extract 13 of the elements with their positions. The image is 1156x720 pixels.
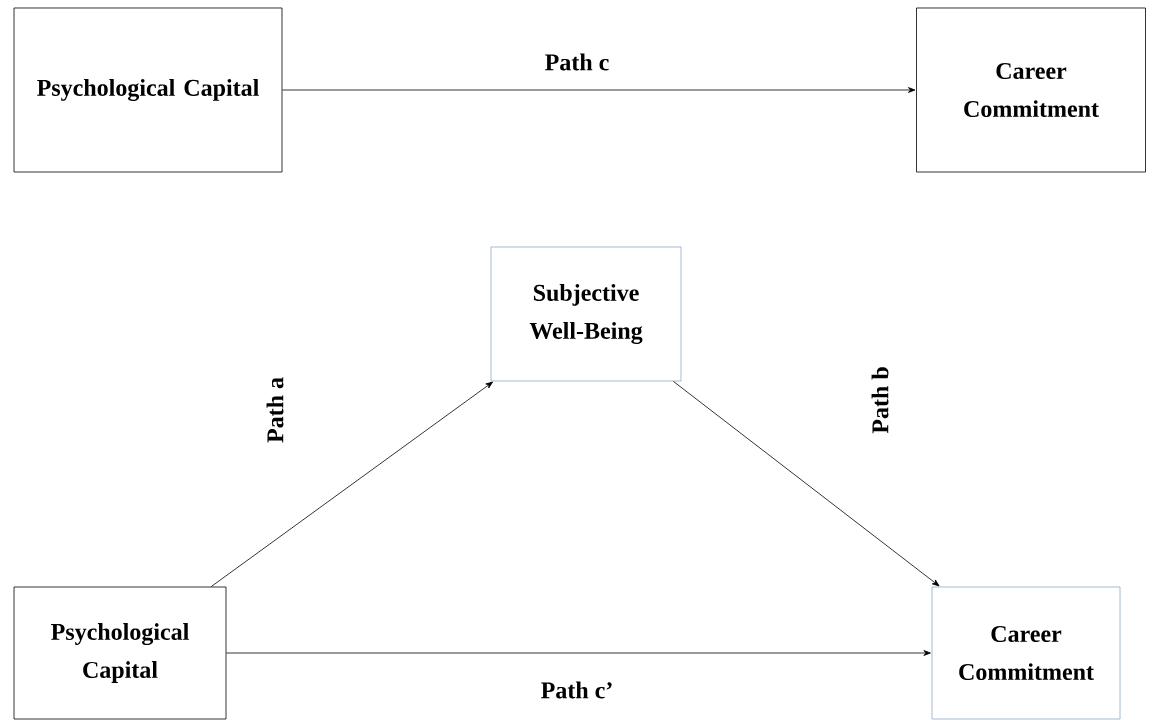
arrow (282, 87, 916, 93)
arrow (226, 650, 931, 656)
edge-label: Path c’ (538, 679, 616, 701)
edge-label: Path c (542, 51, 612, 73)
arrow (210, 381, 493, 587)
variable-box: Career Commitment (916, 7, 1146, 173)
variable-box: Subjective Well-Being (490, 246, 682, 382)
edge-label: Path a (264, 375, 286, 445)
variable-box: Psychological Capital (13, 7, 283, 173)
arrow (673, 381, 940, 587)
variable-box: Career Commitment (931, 586, 1121, 720)
edge-label: Path b (869, 364, 891, 436)
variable-box: Psychological Capital (13, 586, 227, 720)
